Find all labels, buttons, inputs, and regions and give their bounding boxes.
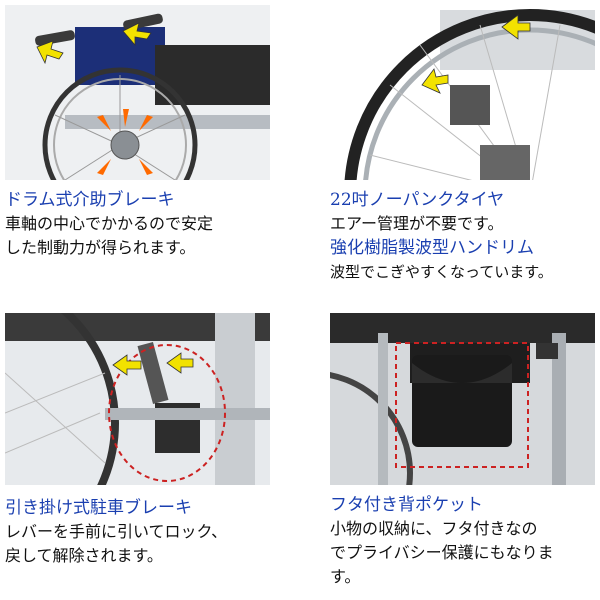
feature-title: 引き掛け式駐車ブレーキ (5, 498, 192, 518)
feature-description: エアー管理が不要です。 (330, 212, 598, 236)
parking-brake-photo (5, 313, 270, 485)
description-line: 戻して解除されます。 (5, 546, 163, 565)
feature-title: ドラム式介助ブレーキ (5, 190, 175, 210)
feature-tire-handrim: 22吋ノーパンクタイヤ エアー管理が不要です。 強化樹脂製波型ハンドリム 波型で… (330, 188, 598, 284)
description-line: 波型でこぎやすくなっています。 (330, 263, 553, 281)
tire-handrim-photo (330, 5, 595, 180)
description-line: でプライバシー保護にもなりま (330, 543, 554, 562)
description-line: 小物の収納に、フタ付きなの (330, 519, 538, 538)
feature-description-2: 波型でこぎやすくなっています。 (330, 260, 598, 284)
feature-subtitle: 強化樹脂製波型ハンドリム (330, 238, 534, 258)
description-line: レバーを手前に引いてロック、 (5, 522, 228, 541)
back-pocket-photo (330, 313, 595, 485)
feature-title: フタ付き背ポケット (330, 495, 483, 515)
description-line: エアー管理が不要です。 (330, 214, 504, 233)
feature-description: 小物の収納に、フタ付きなの でプライバシー保護にもなりま す。 (330, 517, 598, 589)
description-line: した制動力が得られます。 (5, 238, 196, 257)
description-line: 車軸の中心でかかるので安定 (5, 214, 214, 233)
drum-brake-photo (5, 5, 270, 180)
feature-parking-brake: 引き掛け式駐車ブレーキ レバーを手前に引いてロック、 戻して解除されます。 (5, 496, 295, 568)
feature-title: 22吋ノーパンクタイヤ (330, 190, 505, 210)
feature-back-pocket: フタ付き背ポケット 小物の収納に、フタ付きなの でプライバシー保護にもなりま す… (330, 493, 598, 589)
feature-description: レバーを手前に引いてロック、 戻して解除されます。 (5, 520, 295, 568)
feature-drum-brake: ドラム式介助ブレーキ 車軸の中心でかかるので安定 した制動力が得られます。 (5, 188, 290, 260)
description-line: す。 (330, 567, 361, 586)
feature-description: 車軸の中心でかかるので安定 した制動力が得られます。 (5, 212, 290, 260)
